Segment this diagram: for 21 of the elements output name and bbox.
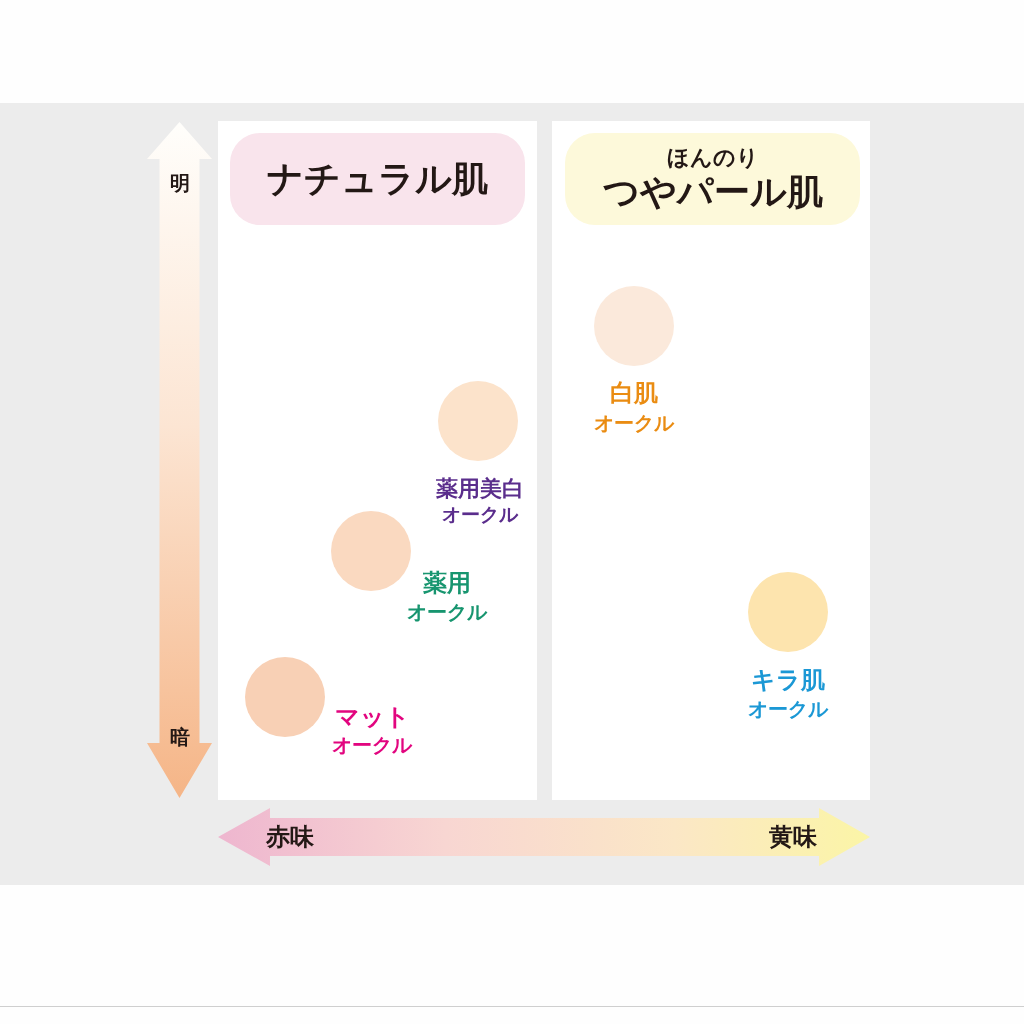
swatch-label: オークル <box>332 734 412 756</box>
heading: ナチュラル肌 <box>267 159 488 199</box>
axis-label: 明 <box>170 172 190 194</box>
swatch-label: 薬用 <box>423 569 471 597</box>
heading-pill <box>565 133 860 225</box>
swatch-label: 白肌 <box>610 379 658 407</box>
swatch-label: マット <box>334 703 410 731</box>
axis-label: 赤味 <box>266 823 314 851</box>
swatch-label: オークル <box>594 412 674 434</box>
swatch-label: キラ肌 <box>751 666 825 694</box>
axis-label: 黄味 <box>769 823 817 851</box>
heading-pill <box>230 133 525 225</box>
swatch-label: オークル <box>407 601 487 623</box>
subheading: ほんのり <box>666 146 759 171</box>
swatch-label: 薬用美白 <box>436 476 524 502</box>
panel <box>552 121 870 800</box>
swatch-label: オークル <box>748 698 828 720</box>
panel <box>218 121 537 800</box>
swatch-label: オークル <box>442 503 518 525</box>
axis-label: 暗 <box>170 726 190 748</box>
heading: つやパール肌 <box>602 172 823 212</box>
